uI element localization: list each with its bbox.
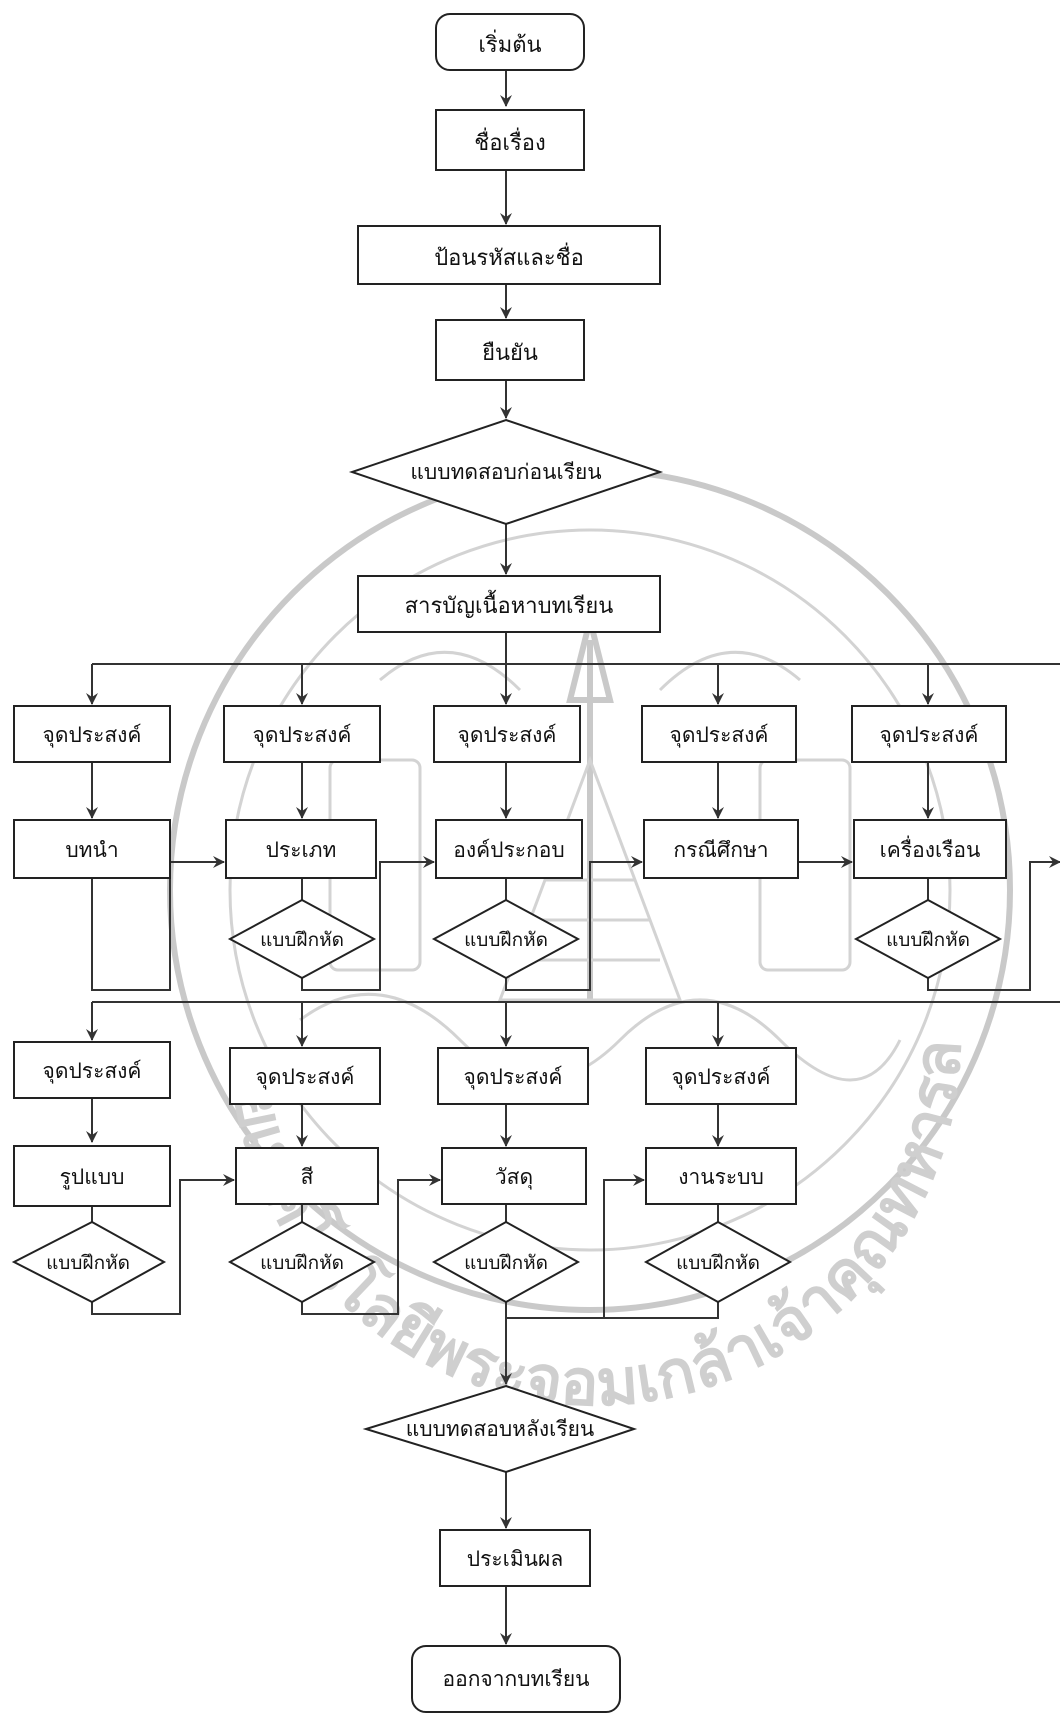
posttest-label: แบบทดสอบหลังเรียน: [406, 1417, 595, 1441]
casestudy-label: กรณีศึกษา: [673, 838, 768, 862]
pretest-label: แบบทดสอบก่อนเรียน: [410, 460, 601, 484]
exit-terminal: ออกจากบทเรียน: [411, 1645, 621, 1713]
color-box: สี: [235, 1147, 379, 1205]
posttest-decision: แบบทดสอบหลังเรียน: [362, 1384, 638, 1474]
exercise-label: แบบฝึกหัด: [46, 1252, 130, 1274]
evaluate-label: ประเมินผล: [467, 1547, 563, 1571]
furniture-box: เครื่องเรือน: [853, 819, 1007, 879]
material-box: วัสดุ: [441, 1147, 587, 1205]
components-box: องค์ประกอบ: [435, 819, 583, 879]
style-label: รูปแบบ: [60, 1165, 125, 1190]
intro-box: บทนำ: [13, 819, 171, 879]
evaluate-step: ประเมินผล: [439, 1529, 591, 1587]
system-box: งานระบบ: [645, 1147, 797, 1205]
objective-box: จุดประสงค์: [13, 1041, 171, 1099]
furniture-label: เครื่องเรือน: [880, 835, 981, 862]
exercise-label: แบบฝึกหัด: [260, 929, 344, 951]
confirm-step: ยืนยัน: [435, 319, 585, 381]
objective-box: จุดประสงค์: [223, 705, 381, 763]
system-label: งานระบบ: [678, 1165, 764, 1189]
style-box: รูปแบบ: [13, 1145, 171, 1207]
intro-label: บทนำ: [65, 838, 118, 862]
casestudy-box: กรณีศึกษา: [643, 819, 799, 879]
pretest-decision: แบบทดสอบก่อนเรียน: [348, 418, 664, 526]
objective-box: จุดประสงค์: [437, 1047, 589, 1105]
start-terminal: เริ่มต้น: [435, 13, 585, 71]
exercise-label: แบบฝึกหัด: [676, 1252, 760, 1274]
objective-label: จุดประสงค์: [672, 1065, 771, 1090]
exercise-decision: แบบฝึกหัด: [643, 1220, 793, 1304]
objective-box: จุดประสงค์: [13, 705, 171, 763]
toc-label: สารบัญเนื้อหาบทเรียน: [405, 590, 614, 619]
objective-label: จุดประสงค์: [464, 1065, 563, 1090]
title-step: ชื่อเรื่อง: [435, 109, 585, 171]
objective-label: จุดประสงค์: [458, 723, 557, 748]
toc-step: สารบัญเนื้อหาบทเรียน: [357, 575, 661, 633]
objective-label: จุดประสงค์: [43, 1059, 142, 1084]
objective-box: จุดประสงค์: [229, 1047, 381, 1105]
material-label: วัสดุ: [495, 1165, 533, 1190]
start-label: เริ่มต้น: [478, 29, 541, 58]
login-step: ป้อนรหัสและชื่อ: [357, 225, 661, 285]
exercise-decision: แบบฝึกหัด: [11, 1220, 167, 1304]
types-box: ประเภท: [225, 819, 377, 879]
exercise-decision: แบบฝึกหัด: [431, 898, 581, 980]
objective-box: จุดประสงค์: [851, 705, 1007, 763]
objective-label: จุดประสงค์: [256, 1065, 355, 1090]
exit-label: ออกจากบทเรียน: [442, 1667, 589, 1691]
components-label: องค์ประกอบ: [453, 838, 564, 862]
objective-box: จุดประสงค์: [641, 705, 797, 763]
objective-label: จุดประสงค์: [670, 723, 769, 748]
color-label: สี: [301, 1165, 314, 1189]
flow-connectors: [86, 70, 1060, 1645]
objective-box: จุดประสงค์: [433, 705, 581, 763]
flowchart-nodes: เริ่มต้น ชื่อเรื่อง ป้อนรหัสและชื่อ ยืนย…: [11, 13, 1007, 1713]
login-label: ป้อนรหัสและชื่อ: [434, 242, 584, 271]
exercise-label: แบบฝึกหัด: [886, 929, 970, 951]
exercise-decision: แบบฝึกหัด: [853, 898, 1003, 980]
types-label: ประเภท: [266, 838, 337, 862]
exercise-decision: แบบฝึกหัด: [227, 1220, 377, 1304]
exercise-label: แบบฝึกหัด: [464, 1252, 548, 1274]
title-label: ชื่อเรื่อง: [474, 127, 545, 156]
exercise-label: แบบฝึกหัด: [464, 929, 548, 951]
exercise-decision: แบบฝึกหัด: [431, 1220, 581, 1304]
exercise-decision: แบบฝึกหัด: [227, 898, 377, 980]
objective-label: จุดประสงค์: [253, 723, 352, 748]
exercise-label: แบบฝึกหัด: [260, 1252, 344, 1274]
objective-label: จุดประสงค์: [880, 723, 979, 748]
objective-box: จุดประสงค์: [645, 1047, 797, 1105]
objective-label: จุดประสงค์: [43, 723, 142, 748]
confirm-label: ยืนยัน: [482, 341, 538, 366]
